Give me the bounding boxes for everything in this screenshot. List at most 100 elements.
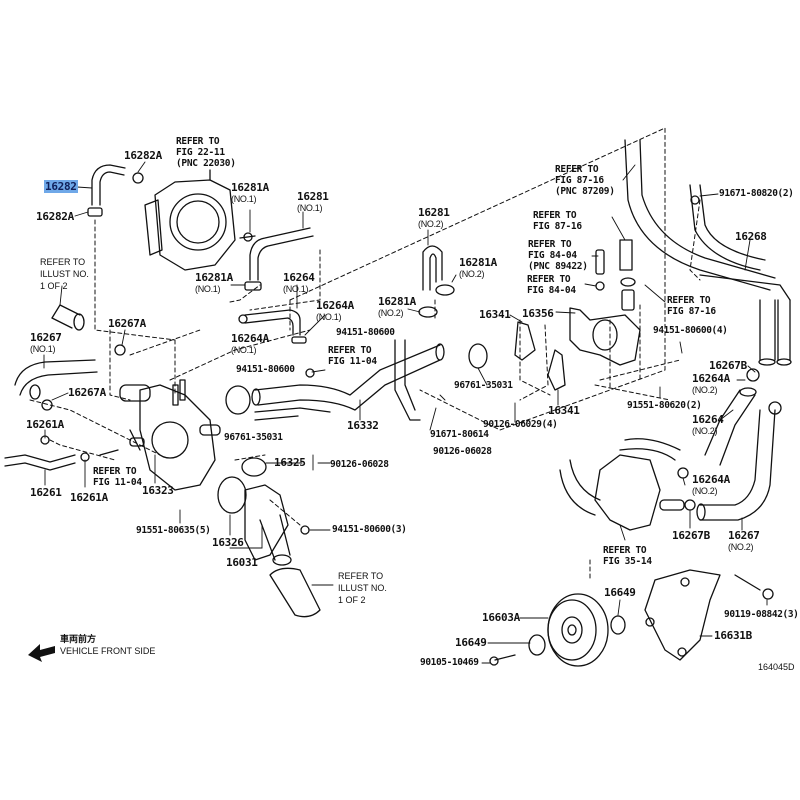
part-code: 16282A: [36, 210, 74, 223]
part-label-96761-35031[interactable]: 96761-35031: [224, 432, 283, 443]
water-pump-drawing: [559, 368, 782, 531]
part-label-16261A[interactable]: 16261A: [70, 492, 108, 504]
reference-note[interactable]: REFER TO FIG 84-04 (PNC 89422): [528, 239, 588, 272]
part-note: (NO.1): [231, 345, 257, 355]
part-code: 16264A: [692, 473, 730, 486]
reference-note[interactable]: REFER TO ILLUST NO. 1 OF 2: [40, 257, 89, 291]
part-label-16282A[interactable]: 16282A: [36, 211, 74, 223]
reference-note[interactable]: REFER TO FIG 11-04: [328, 345, 377, 367]
part-label-94151-80600-4[interactable]: 94151-80600(4): [653, 325, 728, 336]
part-code: 16267A: [68, 386, 106, 399]
reference-note[interactable]: REFER TO FIG 35-14: [603, 545, 652, 567]
part-label-16264[interactable]: 16264(NO.1): [283, 271, 315, 295]
part-label-16341[interactable]: 16341: [548, 405, 580, 417]
part-label-16281[interactable]: 16281(NO.1): [297, 190, 329, 214]
part-label-90126-06029[interactable]: 90126-06029(4): [483, 419, 558, 430]
part-label-16267[interactable]: 16267(NO.2): [728, 530, 760, 553]
part-code: 16631B: [714, 629, 752, 642]
bracket-16631B-drawing: [644, 569, 774, 661]
part-code: 16341: [548, 404, 580, 417]
part-label-16031[interactable]: 16031: [226, 557, 258, 569]
part-code: 16267B: [672, 529, 710, 542]
part-label-16267B[interactable]: 16267B: [709, 360, 747, 372]
part-label-16281A[interactable]: 16281A(NO.2): [459, 257, 497, 280]
part-label-16264A[interactable]: 16264A(NO.2): [692, 473, 730, 497]
part-label-16282A[interactable]: 16282A: [124, 150, 162, 162]
part-code: 16281: [297, 190, 329, 203]
part-label-16264A[interactable]: 16264A(NO.2): [692, 373, 730, 396]
part-code: 16325: [274, 456, 306, 469]
reference-note[interactable]: REFER TO FIG 87-16 (PNC 87209): [555, 164, 615, 197]
vehicle-front-en: VEHICLE FRONT SIDE: [60, 646, 156, 656]
part-label-94151-80600[interactable]: 94151-80600: [336, 327, 395, 338]
part-code: 16261: [30, 486, 62, 499]
reference-note[interactable]: REFER TO FIG 11-04: [93, 466, 142, 488]
part-label-16341[interactable]: 16341: [479, 309, 511, 321]
reference-note[interactable]: REFER TO FIG 87-16: [533, 210, 582, 232]
part-label-96761-35031[interactable]: 96761-35031: [454, 380, 513, 391]
part-label-16332[interactable]: 16332: [347, 420, 379, 432]
part-note: (NO.2): [418, 219, 444, 229]
part-code: 16264: [283, 271, 315, 284]
part-label-16356[interactable]: 16356: [522, 308, 554, 320]
reference-note[interactable]: REFER TO FIG 22-11 (PNC 22030): [176, 136, 236, 169]
arrow-left-icon: [28, 644, 55, 662]
part-note: (NO.1): [316, 312, 342, 322]
part-label-90126-06028[interactable]: 90126-06028: [433, 446, 492, 457]
water-pipe-16268-drawing: [624, 139, 792, 366]
part-label-16267A[interactable]: 16267A: [108, 318, 146, 330]
part-label-94151-80600[interactable]: 94151-80600: [236, 364, 295, 375]
part-label-16323[interactable]: 16323: [142, 485, 174, 497]
part-label-16268[interactable]: 16268: [735, 231, 767, 243]
part-label-16267[interactable]: 16267(NO.1): [30, 332, 62, 355]
part-note: (NO.2): [692, 486, 718, 496]
part-code: 16281A: [378, 295, 416, 308]
part-label-16281[interactable]: 16281(NO.2): [418, 206, 450, 230]
part-label-94151-80600-3[interactable]: 94151-80600(3): [332, 524, 407, 535]
part-code: 16341: [479, 308, 511, 321]
part-label-16261[interactable]: 16261: [30, 487, 62, 499]
water-inlet-16031-drawing: [217, 457, 321, 618]
part-label-16649[interactable]: 16649: [455, 637, 487, 649]
part-label-16325[interactable]: 16325: [274, 457, 306, 469]
part-code: 16281: [418, 206, 450, 219]
reference-note[interactable]: REFER TO ILLUST NO. 1 OF 2: [338, 571, 387, 605]
part-label-16281A[interactable]: 16281A(NO.1): [231, 182, 269, 205]
part-code: 16261A: [26, 418, 64, 431]
bracket-16341-drawing: [514, 321, 566, 391]
part-label-91671-80614[interactable]: 91671-80614: [430, 429, 489, 440]
part-label-91551-80620[interactable]: 91551-80620(2): [627, 400, 702, 411]
part-code: 16323: [142, 484, 174, 497]
part-label-90105-10469[interactable]: 90105-10469: [420, 657, 479, 668]
water-outlet-16323-drawing: [119, 379, 221, 491]
part-label-16281A[interactable]: 16281A(NO.2): [378, 295, 416, 319]
part-label-16264A[interactable]: 16264A(NO.1): [316, 300, 354, 323]
part-code: 16268: [735, 230, 767, 243]
part-label-91551-80635[interactable]: 91551-80635(5): [136, 525, 211, 536]
part-label-16264[interactable]: 16264(NO.2): [692, 414, 724, 437]
part-label-90126-06028[interactable]: 90126-06028: [330, 459, 389, 470]
part-label-16282[interactable]: 16282: [44, 180, 78, 193]
part-label-16267A[interactable]: 16267A: [68, 387, 106, 399]
part-label-91671-80820[interactable]: 91671-80820(2): [719, 188, 794, 199]
part-code: 16649: [604, 586, 636, 599]
part-label-16281A[interactable]: 16281A(NO.1): [195, 271, 233, 295]
part-label-90119-08842[interactable]: 90119-08842(3): [724, 609, 799, 620]
part-label-16631B[interactable]: 16631B: [714, 630, 752, 642]
throttle-body-drawing: [144, 169, 256, 271]
part-label-16649[interactable]: 16649: [604, 587, 636, 599]
part-note: (NO.2): [692, 385, 718, 395]
part-label-16603A[interactable]: 16603A: [482, 612, 520, 624]
part-label-16326[interactable]: 16326: [212, 537, 244, 549]
part-label-16261A[interactable]: 16261A: [26, 419, 64, 431]
part-label-16267B[interactable]: 16267B: [672, 530, 710, 542]
hose-16261-drawing: [4, 435, 119, 471]
reference-note[interactable]: REFER TO FIG 84-04: [527, 274, 576, 296]
part-code: 16356: [522, 307, 554, 320]
reference-note[interactable]: REFER TO FIG 87-16: [667, 295, 716, 317]
part-label-16264A[interactable]: 16264A(NO.1): [231, 332, 269, 356]
part-code: 16281A: [195, 271, 233, 284]
part-code: 16264A: [231, 332, 269, 345]
